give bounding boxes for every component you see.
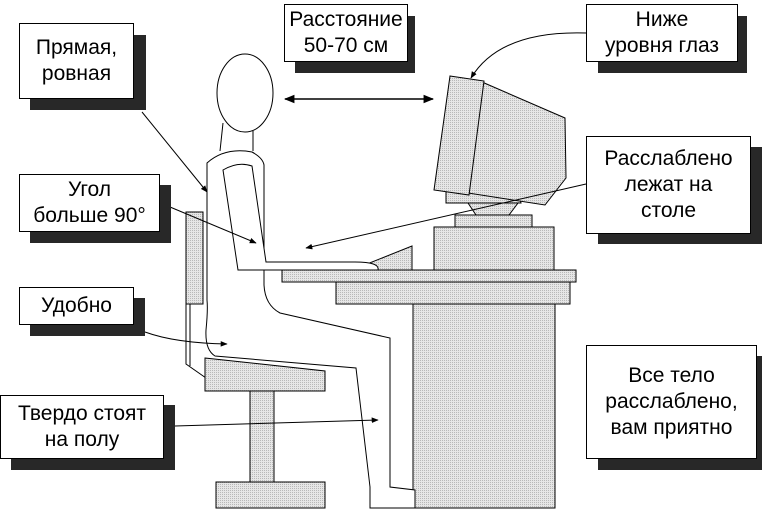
desk-icon [281,226,577,509]
relaxed-arms-arrow [305,183,587,250]
label-whole-body-relaxed: Все тело расслаблено, вам приятно [586,345,757,459]
monitor-icon [433,75,567,228]
label-straight-back: Прямая, ровная [19,23,134,99]
person-figure-icon [205,53,416,509]
feet-arrow [174,417,379,427]
below-eye-arrow [470,32,588,79]
label-relaxed-arms: Расслаблено лежат на столе [586,136,751,234]
comfortable-arrow [144,331,228,347]
label-feet-on-floor: Твердо стоят на полу [0,395,164,459]
chair-icon [185,211,326,509]
arrows [141,32,588,427]
label-distance: Расстояние 50-70 см [284,4,408,62]
label-comfortable: Удобно [19,287,134,325]
angle-arrow [169,206,257,244]
straight-arrow [141,111,208,193]
label-angle: Угол больше 90° [19,174,160,232]
label-below-eye-level: Ниже уровня глаз [586,4,738,62]
